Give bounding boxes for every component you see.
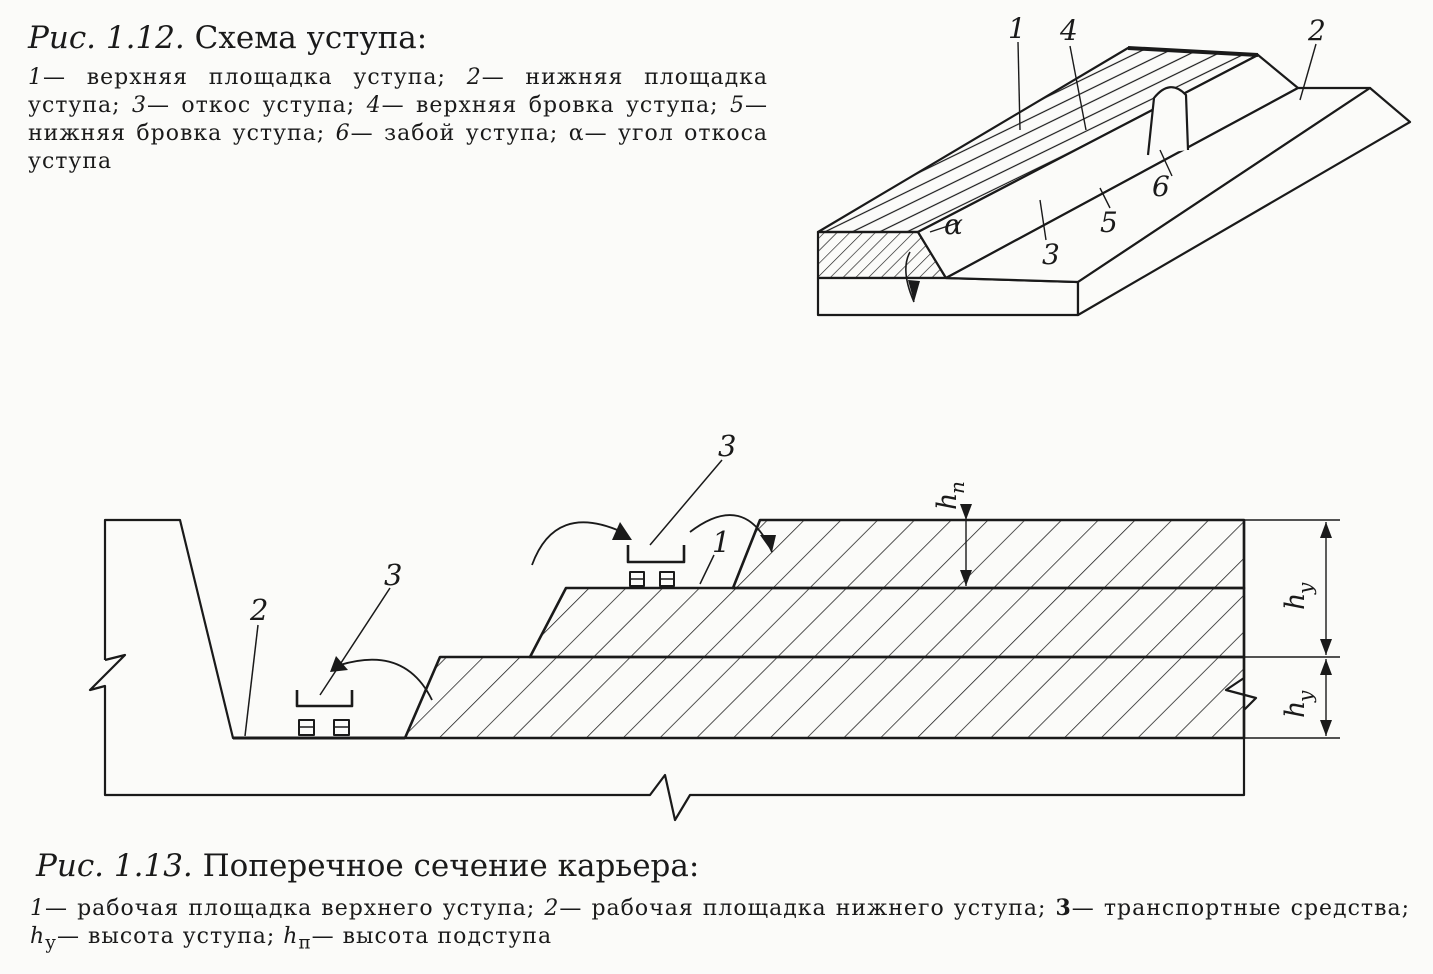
- bench-face-cut: [1146, 86, 1190, 156]
- legend-item: 5— нижняя бровка уступа;: [28, 93, 768, 146]
- base-front-face: [816, 276, 1080, 317]
- svg-text:h: h: [1280, 593, 1311, 610]
- figure-1-13-number: Рис. 1.13.: [36, 848, 193, 884]
- svg-text:у: у: [1293, 690, 1317, 703]
- label-1: 1: [1008, 12, 1026, 45]
- transport-vehicle-upper: [626, 545, 686, 587]
- svg-text:у: у: [1293, 582, 1317, 595]
- label-h-sub: h п: [932, 481, 969, 510]
- label-h-y-lower: h у: [1280, 690, 1317, 718]
- legend-item: 2— нижняя площадка уступа;: [28, 65, 768, 118]
- rock-layer-lower: [403, 655, 1246, 740]
- svg-text:п: п: [945, 481, 969, 494]
- rock-layer-middle: [528, 586, 1246, 659]
- label-platform-lower: 2: [249, 593, 268, 627]
- legend-item: 2— рабочая площадка нижнего уступа;: [544, 896, 1047, 921]
- legend-item: α— угол откоса уступа: [28, 121, 769, 174]
- figure-1-12-caption: Рис. 1.12. Схема уступа:: [28, 20, 427, 56]
- label-2: 2: [1307, 14, 1326, 47]
- figure-1-13-legend: 1— рабочая площадка верхнего уступа; 2— …: [30, 894, 1410, 957]
- figure-1-13-title: Поперечное сечение карьера:: [202, 848, 700, 884]
- legend-item: 1— верхняя площадка уступа;: [28, 65, 446, 90]
- label-5: 5: [1100, 206, 1118, 239]
- legend-item: 6— забой уступа;: [335, 121, 559, 146]
- legend-item: hу— высота уступа;: [30, 924, 276, 954]
- label-3: 3: [1042, 238, 1060, 271]
- rock-layer-upper: [731, 518, 1246, 590]
- svg-text:h: h: [1280, 701, 1311, 718]
- figure-1-12-title: Схема уступа:: [194, 20, 428, 56]
- figure-1-12-legend: 1— верхняя площадка уступа; 2— нижняя пл…: [28, 64, 768, 176]
- figure-1-13-drawing: [88, 459, 1340, 822]
- label-transport-lower: 3: [384, 558, 402, 592]
- legend-item: 3— откос уступа;: [132, 93, 356, 118]
- figure-1-13-caption: Рис. 1.13. Поперечное сечение карьера:: [36, 848, 699, 884]
- label-h-y-upper: h у: [1280, 582, 1317, 610]
- transport-vehicle-lower: [295, 690, 354, 736]
- figure-1-12-number: Рис. 1.12.: [28, 20, 185, 56]
- bench-3d-view: [816, 46, 1412, 317]
- label-6: 6: [1152, 170, 1170, 203]
- label-platform-upper: 1: [712, 525, 730, 559]
- lower-outer-slope: [1076, 86, 1412, 317]
- label-transport-upper: 3: [718, 429, 736, 463]
- label-alpha: α: [944, 208, 963, 241]
- svg-text:h: h: [932, 493, 963, 510]
- legend-item: 3— транспортные средства;: [1055, 895, 1410, 921]
- legend-item: hп— высота подступа: [283, 924, 553, 954]
- legend-item: 4— верхняя бровка уступа;: [366, 93, 719, 118]
- label-4: 4: [1059, 14, 1078, 47]
- legend-item: 1— рабочая площадка верхнего уступа;: [30, 896, 536, 921]
